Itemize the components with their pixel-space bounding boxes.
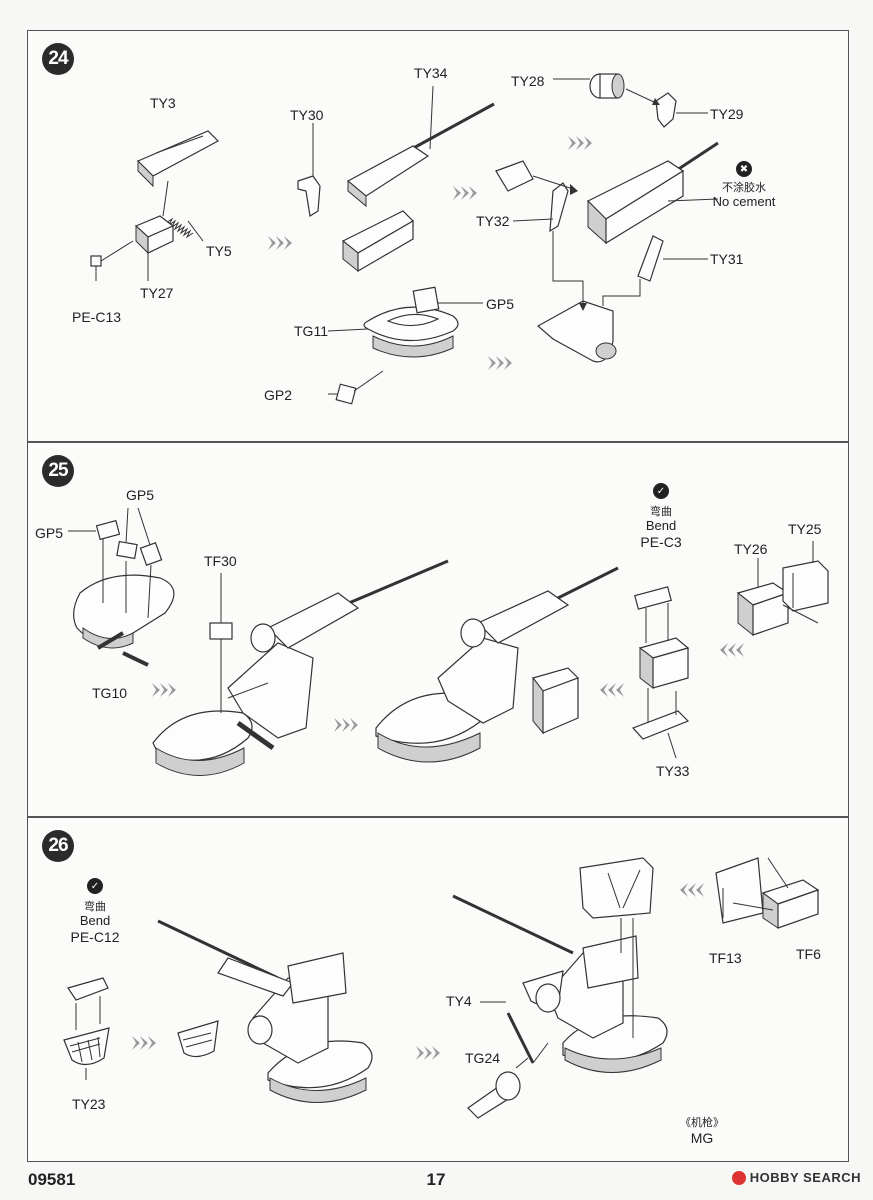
label-ty32: TY32 bbox=[476, 213, 510, 229]
note-no-cement-en: No cement bbox=[712, 194, 776, 209]
page-number: 17 bbox=[426, 1170, 446, 1189]
watermark-logo-icon bbox=[731, 1170, 746, 1185]
gp2-part bbox=[335, 383, 357, 405]
label-ty31: TY31 bbox=[710, 251, 744, 267]
label-ty26: TY26 bbox=[734, 541, 768, 557]
ty3-part bbox=[136, 130, 219, 188]
watermark: HOBBY SEARCH bbox=[731, 1170, 861, 1185]
label-ty34: TY34 bbox=[414, 65, 448, 81]
label-ty30: TY30 bbox=[290, 107, 324, 123]
caption-mg-cn: 《机枪》 bbox=[680, 1117, 724, 1129]
watermark-text: HOBBY SEARCH bbox=[749, 1170, 861, 1185]
ty27-part bbox=[134, 215, 175, 255]
ty32-gun-assembly bbox=[495, 141, 719, 245]
step-26-number: 26 bbox=[42, 830, 74, 862]
label-ty4: TY4 bbox=[446, 993, 472, 1009]
step-25-arrow-1 bbox=[152, 683, 176, 697]
ty32-cradle bbox=[536, 300, 617, 363]
bend-icon: ✓ bbox=[653, 483, 669, 499]
note-bend-en: Bend bbox=[645, 518, 677, 533]
step-25-arrow-2 bbox=[334, 718, 358, 732]
ty23-basket bbox=[63, 1027, 110, 1066]
assembly-26-left bbox=[157, 919, 373, 1103]
label-tg10: TG10 bbox=[92, 685, 128, 701]
step-24-arrow-4 bbox=[568, 136, 592, 150]
ty5-spring bbox=[165, 217, 194, 239]
step-24-number: 24 bbox=[42, 43, 74, 75]
tf6-part bbox=[761, 879, 820, 929]
ty34-receiver-lower bbox=[341, 210, 414, 273]
step-25-number: 25 bbox=[42, 455, 74, 487]
tg10-part bbox=[73, 574, 175, 667]
gp5-part-c bbox=[139, 542, 163, 566]
label-tf6: TF6 bbox=[796, 946, 821, 962]
label-gp5-a: GP5 bbox=[35, 525, 64, 541]
bend-icon-26: ✓ bbox=[87, 878, 103, 894]
tg11-part bbox=[363, 306, 459, 358]
label-ty29: TY29 bbox=[710, 106, 744, 122]
label-ty25: TY25 bbox=[788, 521, 822, 537]
label-tg24: TG24 bbox=[465, 1050, 501, 1066]
label-ty33: TY33 bbox=[656, 763, 690, 779]
ty26-part bbox=[736, 582, 790, 637]
ty4-part bbox=[506, 1012, 535, 1064]
tg24-part bbox=[467, 1071, 521, 1119]
step-26-arrow-1 bbox=[132, 1036, 156, 1050]
label-pe-c3: PE-C3 bbox=[640, 534, 682, 550]
step-25-arrow-4 bbox=[720, 643, 744, 657]
label-tg11: TG11 bbox=[294, 323, 328, 339]
note-bend-en-26: Bend bbox=[79, 913, 111, 928]
no-cement-icon: ✖ bbox=[736, 161, 752, 177]
note-no-cement-cn: 不涂胶水 bbox=[722, 182, 766, 194]
ty28-part bbox=[589, 73, 625, 99]
label-tf30: TF30 bbox=[204, 553, 237, 569]
step-25-illustration bbox=[68, 507, 829, 776]
assembly-26-right bbox=[452, 894, 668, 1073]
gp5-part-b bbox=[116, 540, 138, 560]
label-pe-c13: PE-C13 bbox=[72, 309, 122, 325]
gp5-part bbox=[412, 286, 440, 314]
step-24-panel: 24 TY3 TY5 TY27 PE-C13 TY30 TY34 GP5 TG1… bbox=[27, 30, 849, 442]
label-gp5-b: GP5 bbox=[126, 487, 155, 503]
step-26-panel: 26 ✓ 弯曲 Bend PE-C12 TY23 TY4 TG24 TF13 T… bbox=[27, 817, 849, 1162]
pe-c13-part bbox=[90, 255, 102, 267]
note-bend-cn-26: 弯曲 bbox=[84, 901, 106, 913]
label-ty27: TY27 bbox=[140, 285, 174, 301]
note-bend-cn: 弯曲 bbox=[650, 506, 672, 518]
step-26-arrow-3 bbox=[680, 883, 704, 897]
pe-c3-part bbox=[634, 586, 672, 610]
tf30-part bbox=[209, 622, 233, 640]
step-24-arrow-1 bbox=[268, 236, 292, 250]
ty30-part bbox=[297, 175, 321, 217]
ammo-box-center bbox=[638, 637, 690, 690]
label-gp2: GP2 bbox=[264, 387, 293, 403]
label-ty23: TY23 bbox=[72, 1096, 106, 1112]
ty33-part bbox=[631, 710, 690, 740]
step-26-arrow-2 bbox=[416, 1046, 440, 1060]
step-24-illustration bbox=[90, 73, 719, 405]
ty31-part bbox=[637, 235, 664, 282]
label-ty28: TY28 bbox=[511, 73, 545, 89]
assembly-25-middle bbox=[375, 566, 619, 763]
label-gp5: GP5 bbox=[486, 296, 515, 312]
label-pe-c12: PE-C12 bbox=[70, 929, 120, 945]
assembly-25-left bbox=[152, 559, 449, 776]
caption-mg-en: MG bbox=[690, 1130, 714, 1146]
label-ty5: TY5 bbox=[206, 243, 232, 259]
ty25-part bbox=[782, 560, 829, 612]
ty34-gun-barrel bbox=[346, 102, 495, 208]
pe-c12-part bbox=[67, 977, 109, 1001]
step-24-arrow-3 bbox=[453, 186, 477, 200]
label-tf13: TF13 bbox=[709, 950, 742, 966]
step-25-arrow-3 bbox=[600, 683, 624, 697]
label-ty3: TY3 bbox=[150, 95, 176, 111]
gp5-part-a bbox=[95, 519, 121, 541]
ty29-part bbox=[655, 92, 677, 128]
step-24-arrow-2 bbox=[488, 356, 512, 370]
shield-part bbox=[579, 857, 654, 919]
step-26-illustration bbox=[63, 857, 820, 1119]
ammo-box-25 bbox=[531, 667, 580, 735]
step-25-panel: 25 GP5 GP5 TG10 TF30 ✓ 弯曲 Bend PE-C3 TY2… bbox=[27, 442, 849, 817]
product-code: 09581 bbox=[28, 1170, 76, 1189]
